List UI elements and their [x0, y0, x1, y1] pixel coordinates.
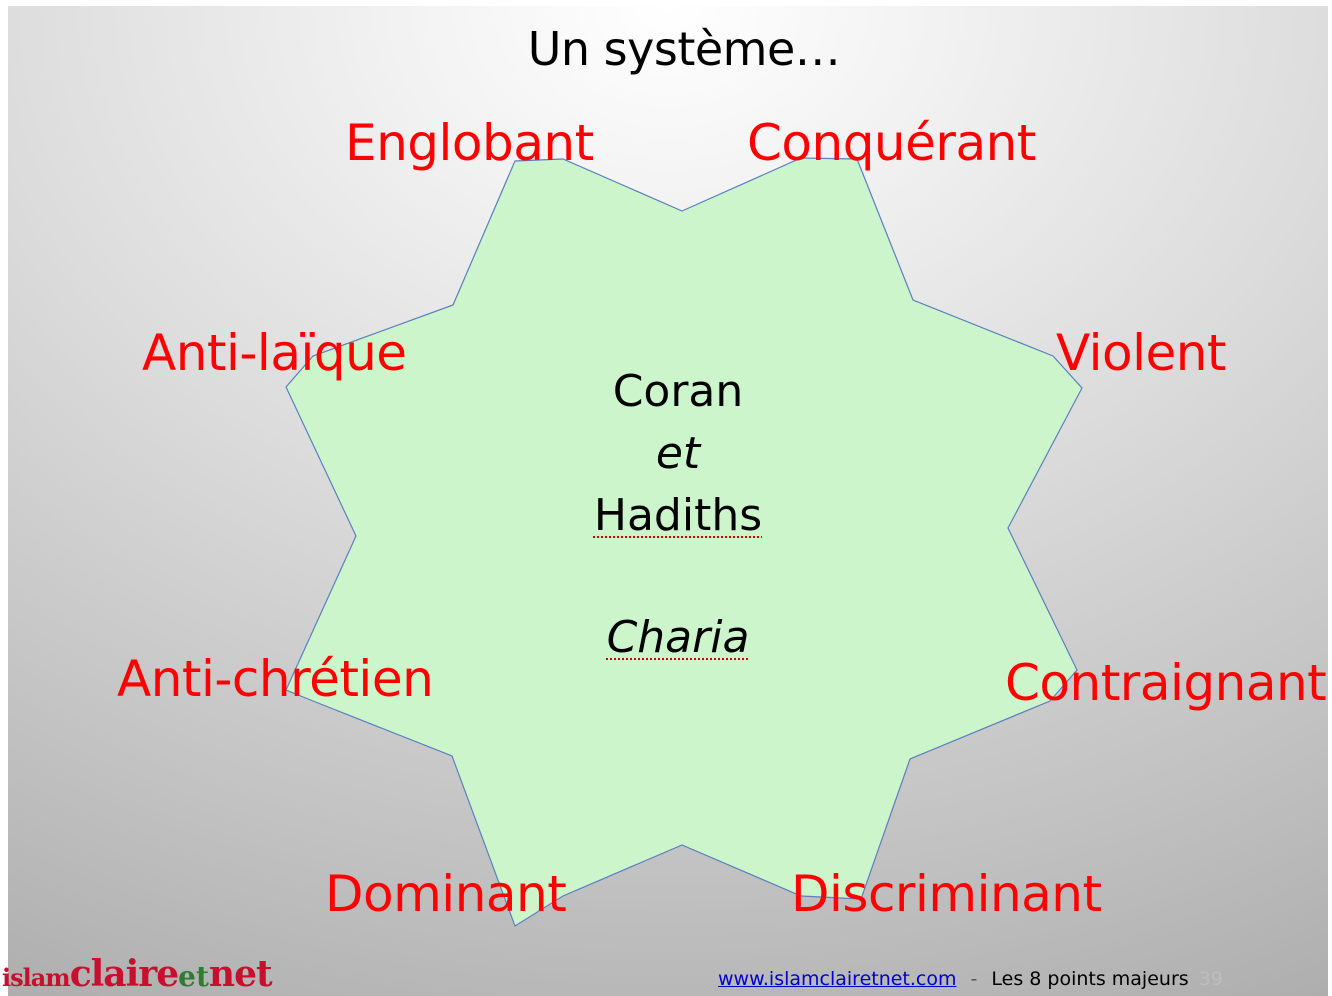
center-line-hadiths: Hadiths	[593, 490, 763, 541]
trait-discriminant: Discriminant	[791, 865, 1102, 923]
star-shape	[285, 157, 1083, 927]
trait-anti-chretien: Anti-chrétien	[117, 650, 434, 708]
eight-point-star	[285, 157, 1083, 927]
trait-violent: Violent	[1056, 324, 1227, 382]
trait-anti-laique: Anti-laïque	[142, 324, 407, 382]
slide-title: Un système…	[527, 22, 841, 76]
slide: Un système… Englobant Conquérant Anti-la…	[8, 6, 1328, 996]
islamclairetnet-logo: islamclaireetnet	[2, 953, 273, 995]
center-line-charia: Charia	[606, 612, 750, 663]
footer-caption: Les 8 points majeurs	[991, 968, 1189, 990]
slide-footer: www.islamclairetnet.com-Les 8 points maj…	[718, 968, 1223, 990]
center-line-coran: Coran	[612, 366, 744, 417]
trait-contraignant: Contraignant	[1005, 654, 1327, 712]
website-link[interactable]: www.islamclairetnet.com	[718, 968, 957, 990]
center-line-et: et	[655, 428, 701, 479]
trait-conquerant: Conquérant	[747, 114, 1036, 172]
trait-englobant: Englobant	[345, 114, 594, 172]
trait-dominant: Dominant	[325, 865, 567, 923]
footer-separator: -	[970, 968, 978, 990]
page-number: 39	[1198, 968, 1223, 990]
